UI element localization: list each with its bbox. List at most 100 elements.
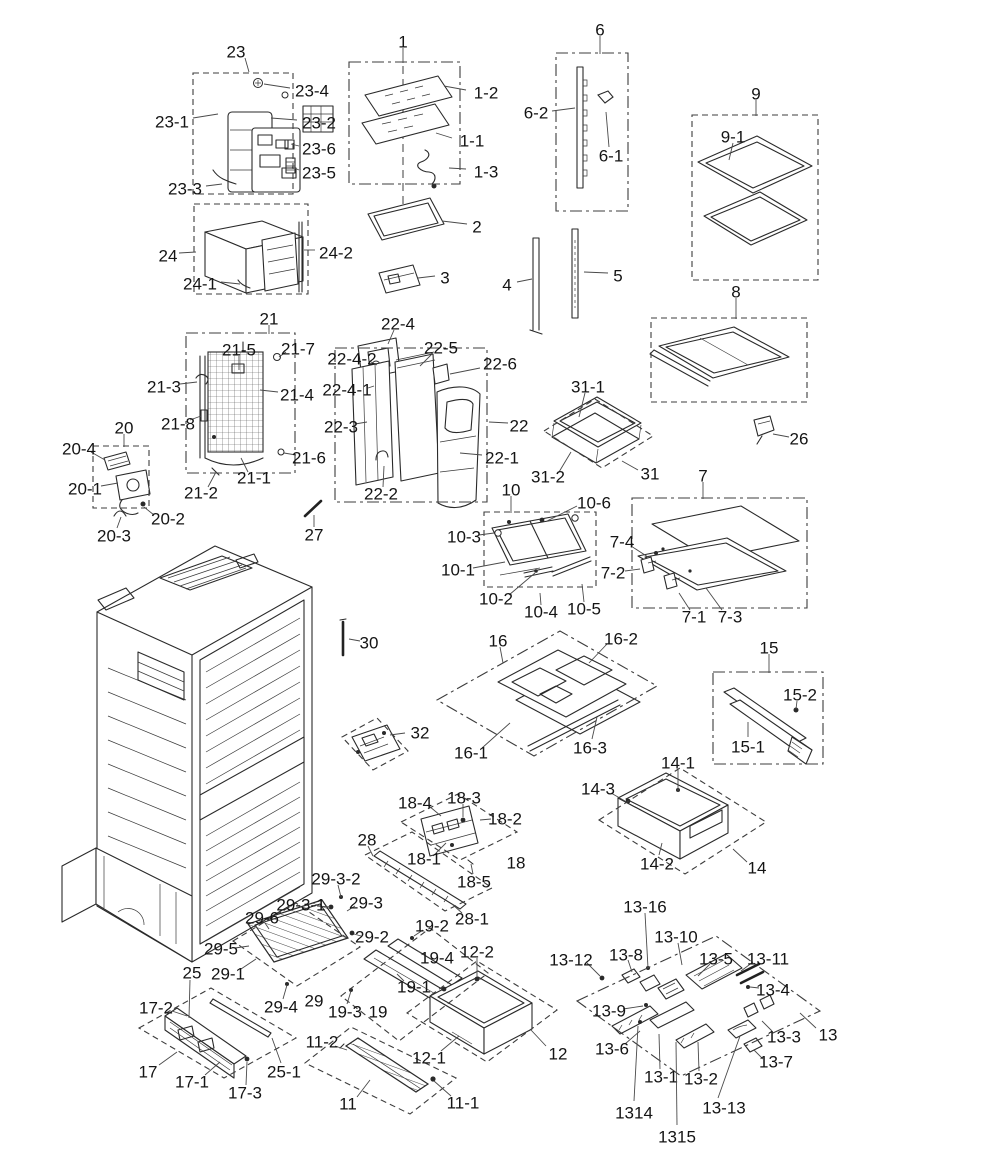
part-label-21-2: 21-2 xyxy=(184,484,218,503)
part-19-rails xyxy=(349,936,463,1005)
part-label-7-1: 7-1 xyxy=(682,608,707,627)
part-label-6-1: 6-1 xyxy=(599,147,624,166)
part-label-13-2: 13-2 xyxy=(684,1070,718,1089)
part-29-4-screw xyxy=(285,982,289,986)
leader-line xyxy=(389,732,406,736)
part-7-2-cap xyxy=(640,556,655,574)
part-label-12-1: 12-1 xyxy=(412,1049,446,1068)
part-label-23-2: 23-2 xyxy=(302,114,336,133)
leader-line xyxy=(578,392,586,418)
leader-line xyxy=(795,700,798,710)
part-label-7-2: 7-2 xyxy=(601,564,626,583)
part-label-6: 6 xyxy=(595,21,604,40)
part-2-tray xyxy=(367,197,445,241)
part-22-duct-panels xyxy=(351,337,481,509)
leader-line xyxy=(627,959,633,973)
part-label-15-1: 15-1 xyxy=(731,738,765,757)
part-label-19-4: 19-4 xyxy=(420,949,454,968)
part-label-18-2: 18-2 xyxy=(488,810,522,829)
leader-line xyxy=(433,1080,452,1097)
part-11-kick-bar xyxy=(339,1037,436,1093)
part-9-wire-shelves xyxy=(697,135,813,246)
leader-line xyxy=(278,351,287,358)
leader-line xyxy=(245,1061,248,1086)
part-label-29-4: 29-4 xyxy=(264,998,298,1017)
leader-line xyxy=(624,568,641,572)
part-label-23: 23 xyxy=(227,43,246,62)
part-label-18-4: 18-4 xyxy=(398,794,432,813)
leader-line xyxy=(508,572,536,596)
part-label-21-7: 21-7 xyxy=(281,340,315,359)
group-box xyxy=(303,1026,458,1115)
part-10-4-bar xyxy=(523,566,554,578)
leader-line xyxy=(207,471,217,488)
part-17-front-panel xyxy=(164,1007,250,1079)
part-label-22: 22 xyxy=(510,417,529,436)
leader-line xyxy=(337,884,342,898)
leader-line xyxy=(264,922,270,930)
part-4-strip xyxy=(529,237,543,335)
part-label-22-5: 22-5 xyxy=(424,339,458,358)
part-label-17: 17 xyxy=(139,1063,158,1082)
part-label-12-2: 12-2 xyxy=(460,943,494,962)
part-label-5: 5 xyxy=(613,267,622,286)
part-label-29-2: 29-2 xyxy=(355,928,389,947)
leader-line xyxy=(588,643,608,664)
leader-line xyxy=(291,166,300,171)
part-label-13-1: 13-1 xyxy=(644,1068,678,1087)
part-label-29-3-1: 29-3-1 xyxy=(276,896,325,915)
part-label-22-1: 22-1 xyxy=(485,449,519,468)
part-13-10-block xyxy=(657,978,685,1000)
part-13-dispenser-parts xyxy=(599,953,775,1053)
part-label-13-16: 13-16 xyxy=(623,898,666,917)
part-label-29-6: 29-6 xyxy=(245,909,279,928)
leader-line xyxy=(370,361,378,366)
part-label-10-6: 10-6 xyxy=(577,494,611,513)
leader-line xyxy=(428,805,442,817)
part-12-drawer xyxy=(429,970,533,1055)
part-label-16-3: 16-3 xyxy=(573,739,607,758)
part-28-bar xyxy=(373,850,467,910)
leader-line xyxy=(732,848,748,863)
leader-line xyxy=(116,516,122,529)
part-13-2-bar xyxy=(675,1023,715,1049)
part-29-2-screw xyxy=(349,930,355,936)
part-label-2: 2 xyxy=(472,218,481,237)
leader-line xyxy=(610,792,626,802)
leader-line xyxy=(470,863,474,875)
part-label-11: 11 xyxy=(339,1095,357,1114)
leader-line xyxy=(435,132,453,139)
part-label-10-4: 10-4 xyxy=(524,603,558,622)
part-label-21-1: 21-1 xyxy=(237,469,271,488)
leader-line xyxy=(353,933,362,937)
part-label-13-12: 13-12 xyxy=(549,951,592,970)
part-13-8-block xyxy=(621,968,641,984)
part-5-strip xyxy=(571,228,579,319)
leader-line xyxy=(697,963,711,977)
leader-line xyxy=(283,452,297,456)
group-box xyxy=(542,398,655,469)
part-11-2-tab xyxy=(339,1043,345,1049)
part-label-23-5: 23-5 xyxy=(302,164,336,183)
part-17-3-screw xyxy=(244,1056,250,1062)
part-label-16-2: 16-2 xyxy=(604,630,638,649)
part-label-18-5: 18-5 xyxy=(457,873,491,892)
leader-line xyxy=(282,984,288,1000)
part-label-1-2: 1-2 xyxy=(474,84,499,103)
part-label-20-2: 20-2 xyxy=(151,510,185,529)
part-label-11-1: 11-1 xyxy=(447,1094,480,1113)
leader-line xyxy=(348,638,361,642)
part-label-4: 4 xyxy=(502,276,511,295)
part-label-32: 32 xyxy=(411,724,430,743)
part-label-24-1: 24-1 xyxy=(183,275,217,294)
part-24-1-hook xyxy=(237,279,251,289)
leader-line xyxy=(158,1051,178,1066)
leader-line xyxy=(622,1005,644,1010)
group-box xyxy=(363,831,494,912)
group-box xyxy=(399,793,519,861)
part-3-bracket xyxy=(378,264,421,294)
leader-line xyxy=(551,107,576,112)
